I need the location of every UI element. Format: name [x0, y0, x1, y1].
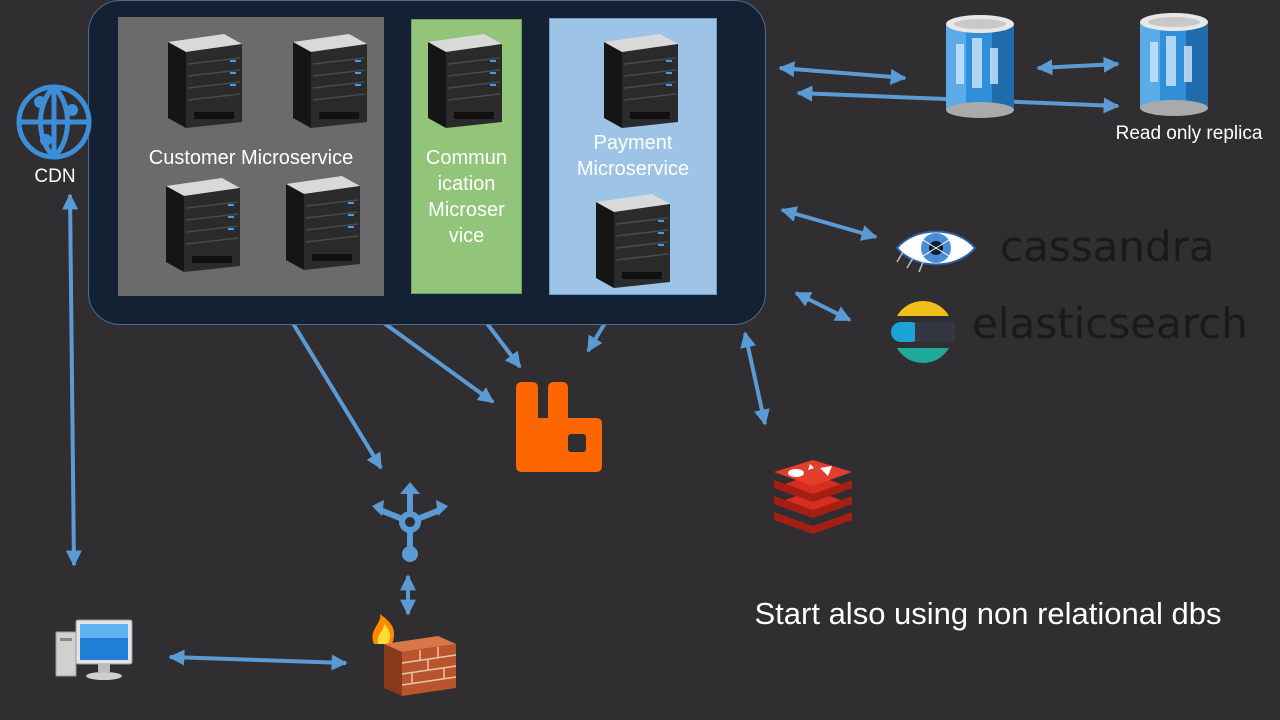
communication-microservice-label: Commun ication Microser vice	[411, 145, 522, 249]
server-icon	[604, 34, 678, 128]
arrow-client-firewall	[168, 649, 348, 671]
server-icon	[293, 34, 367, 128]
server-icon	[286, 176, 360, 270]
load-balancer-icon	[372, 482, 448, 562]
cdn-globe-icon	[16, 84, 92, 160]
redis-icon	[774, 460, 852, 534]
server-icon	[166, 178, 240, 272]
cassandra-logo-text: cassandra	[1000, 222, 1215, 271]
read-replica-label: Read only replica	[1115, 123, 1263, 144]
server-icon	[428, 34, 502, 128]
cassandra-eye-icon	[895, 230, 977, 273]
elasticsearch-logo-icon	[891, 300, 955, 364]
arrow-cluster-cassandra	[780, 206, 878, 241]
caption-text: Start also using non relational dbs	[754, 596, 1222, 631]
elasticsearch-logo-text: elasticsearch	[972, 299, 1248, 348]
label-line: Microser	[428, 199, 505, 221]
customer-microservice-label: Customer Microservice	[148, 147, 354, 169]
database-primary-icon	[946, 15, 1014, 118]
server-icon	[168, 34, 242, 128]
database-replica-icon	[1140, 13, 1208, 116]
arrow-cluster-db-primary	[778, 61, 907, 85]
arrow-customer-gateway	[278, 300, 383, 470]
label-line: Commun	[425, 147, 508, 169]
server-icon	[596, 194, 670, 288]
cdn-label: CDN	[34, 166, 76, 187]
arrow-cluster-elasticsearch	[794, 291, 852, 322]
label-line: ication	[437, 173, 496, 195]
client-computer-icon	[55, 619, 133, 680]
label-line: Payment	[593, 132, 673, 154]
arrow-cluster-redis	[740, 331, 770, 426]
label-line: vice	[448, 225, 485, 247]
rabbitmq-icon	[516, 382, 602, 472]
arrow-db-primary-replica	[1036, 56, 1120, 76]
label-line: Microservice	[576, 158, 690, 180]
payment-microservice-label: Payment Microservice	[549, 130, 717, 182]
arrow-cdn-client	[62, 193, 82, 567]
firewall-icon	[372, 614, 457, 696]
